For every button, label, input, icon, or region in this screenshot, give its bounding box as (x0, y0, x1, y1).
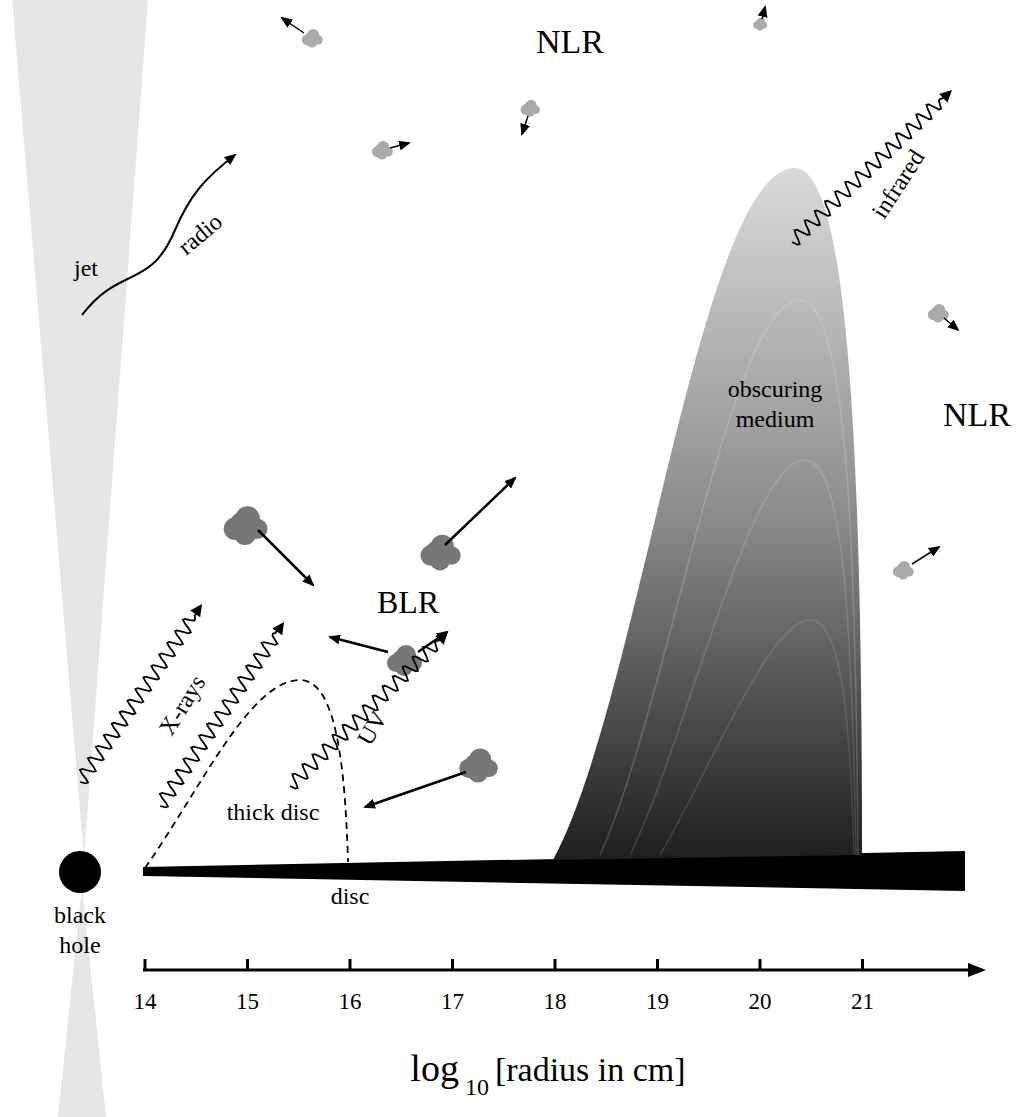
axis-ticks (145, 959, 863, 970)
wave-arrowhead (435, 632, 448, 645)
tick-label: 20 (749, 990, 772, 1013)
node-label: black hole (44, 900, 116, 960)
tick-label: 19 (646, 990, 669, 1013)
infrared-wave (792, 90, 952, 245)
black-hole: black hole (50, 850, 110, 960)
accretion-disc (143, 851, 965, 891)
rotated-label: X-rays (155, 671, 210, 739)
nlr-velocity-arrows (282, 7, 958, 564)
wave-arrowhead (939, 90, 952, 103)
tick-label: 21 (851, 990, 874, 1013)
radiation-waves (80, 604, 448, 807)
axis-title-part: 10 (465, 1074, 489, 1101)
tick-label: 18 (544, 990, 567, 1013)
obscuring-medium: obscuring medium (553, 160, 865, 862)
region-label: BLR (377, 586, 439, 618)
tick-label: 14 (134, 990, 157, 1013)
wave-arrowhead (272, 622, 284, 635)
obscuring-medium-shape (553, 160, 865, 862)
axis-title-part: log (410, 1046, 459, 1090)
cloud-velocity-arrows (258, 478, 515, 807)
thick-disc: thick disc (143, 670, 353, 870)
jet-cone (12, 0, 148, 858)
rotated-label: UV (353, 707, 391, 749)
region-label: jet (74, 256, 98, 280)
wave-arrowhead (190, 604, 202, 617)
node-label: thick disc (198, 797, 348, 827)
axis-title-part: [radius in cm] (495, 1051, 686, 1089)
tick-label: 16 (339, 990, 362, 1013)
radio-arrow (82, 155, 235, 315)
wave-line (792, 91, 951, 244)
tick-label: 15 (236, 990, 259, 1013)
region-label: NLR (536, 25, 604, 59)
region-label: disc (331, 884, 370, 908)
thick-disc-shape (143, 670, 353, 870)
region-label: NLR (943, 398, 1011, 432)
tick-label: 17 (441, 990, 464, 1013)
axis-arrowhead (968, 963, 986, 977)
blr-clouds (224, 506, 498, 782)
wave-line (290, 633, 447, 788)
axis-title: log10[radius in cm] (410, 1046, 685, 1090)
node-label: obscuring medium (705, 374, 845, 434)
